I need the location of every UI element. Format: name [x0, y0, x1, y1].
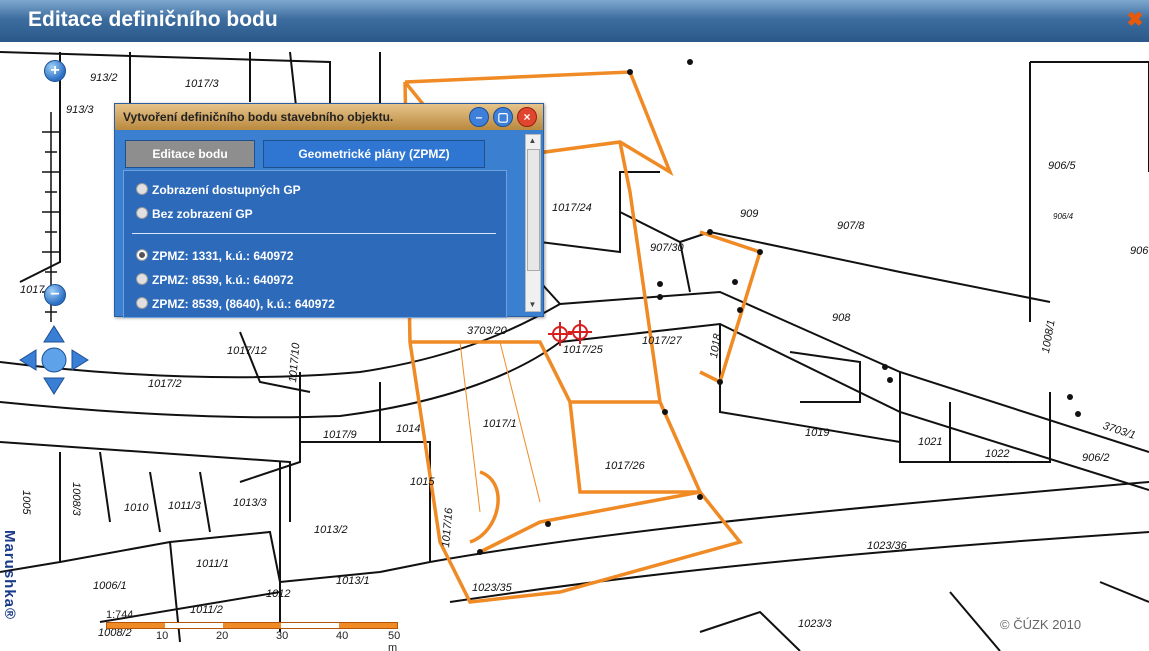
- plan-label: ZPMZ: 8539, (8640), k.ú.: 640972: [152, 297, 335, 311]
- radio-icon[interactable]: [136, 297, 148, 309]
- zoom-in-button[interactable]: +: [44, 60, 66, 82]
- parcel-label: 1023/3: [798, 618, 832, 630]
- parcel-label: 908: [832, 312, 851, 324]
- minimize-icon[interactable]: –: [469, 107, 489, 127]
- plans-panel: Zobrazení dostupných GP Bez zobrazení GP…: [123, 170, 507, 318]
- parcel-label: 1017/25: [563, 344, 603, 356]
- scroll-thumb[interactable]: [527, 149, 540, 271]
- option-hide-gp[interactable]: Bez zobrazení GP: [136, 207, 253, 221]
- plan-item[interactable]: ZPMZ: 8539, (8640), k.ú.: 640972: [136, 297, 335, 311]
- parcel-label: 1017/24: [552, 202, 592, 214]
- parcel-label: 1017/9: [323, 429, 357, 441]
- pan-right-icon: [71, 349, 89, 371]
- parcel-label: 1017: [20, 284, 45, 296]
- parcel-label: 1013/1: [336, 575, 370, 587]
- parcel-label: 1023/36: [867, 540, 907, 552]
- parcel-label: 1013/2: [314, 524, 348, 536]
- parcel-label: 906/2: [1082, 452, 1110, 464]
- tab-editace-bodu[interactable]: Editace bodu: [125, 140, 255, 168]
- parcel-label: 1008/2: [98, 627, 132, 639]
- window-title: Editace definičního bodu: [28, 8, 278, 31]
- scale-tick: 10: [156, 630, 169, 642]
- parcel-label: 906: [1130, 245, 1149, 257]
- parcel-label: 1017/1: [483, 418, 517, 430]
- scale-bar: 1:744 10 20 30 40 50 m: [100, 609, 400, 651]
- pan-center-icon: [41, 347, 67, 373]
- parcel-label: 913/3: [66, 104, 94, 116]
- parcel-label: 906/4: [1053, 212, 1074, 221]
- scale-tick: 50 m: [388, 630, 401, 651]
- parcel-label: 1008/3: [70, 482, 82, 516]
- parcel-label: 913/2: [90, 72, 118, 84]
- parcel-label: 1017/2: [148, 378, 182, 390]
- plan-label: ZPMZ: 1331, k.ú.: 640972: [152, 249, 294, 263]
- parcel-label: 1011/3: [168, 500, 201, 512]
- divider: [132, 233, 496, 234]
- radio-icon[interactable]: [136, 207, 148, 219]
- definition-point-dialog[interactable]: Vytvoření definičního bodu stavebního ob…: [114, 103, 544, 318]
- dialog-scrollbar[interactable]: ▲ ▼: [525, 134, 541, 312]
- parcel-label: 1017/27: [642, 335, 682, 347]
- parcel-label: 1010: [124, 502, 149, 514]
- radio-icon[interactable]: [136, 183, 148, 195]
- scroll-up-icon[interactable]: ▲: [528, 136, 537, 145]
- restore-icon[interactable]: ▢: [493, 107, 513, 127]
- parcel-label: 1011/1: [196, 558, 229, 570]
- parcel-label: 1017/12: [227, 345, 267, 357]
- parcel-label: 906/5: [1048, 160, 1076, 172]
- parcel-label: 1023/35: [472, 582, 512, 594]
- parcel-label: 1014: [396, 423, 421, 435]
- parcel-label: 1006/1: [93, 580, 127, 592]
- parcel-label: 1021: [918, 436, 943, 448]
- scale-tick: 20: [216, 630, 229, 642]
- close-icon[interactable]: ✖: [1126, 9, 1144, 31]
- parcel-label: 1022: [985, 448, 1010, 460]
- pan-control[interactable]: [18, 324, 90, 396]
- parcel-label: 1013/3: [233, 497, 267, 509]
- pan-down-icon: [43, 377, 65, 395]
- plan-item[interactable]: ZPMZ: 1331, k.ú.: 640972: [136, 249, 293, 263]
- tab-geometricke-plany[interactable]: Geometrické plány (ZPMZ): [263, 140, 485, 168]
- parcel-label: 1005: [20, 490, 32, 515]
- option-show-gp[interactable]: Zobrazení dostupných GP: [136, 183, 301, 197]
- parcel-label: 909: [740, 208, 759, 220]
- parcel-label: 1012: [266, 588, 291, 600]
- plan-item[interactable]: ZPMZ: 8539, k.ú.: 640972: [136, 273, 293, 287]
- radio-icon[interactable]: [136, 249, 148, 261]
- parcel-label: 3703/20: [467, 325, 507, 337]
- parcel-label: 1017/3: [185, 78, 219, 90]
- dialog-title: Vytvoření definičního bodu stavebního ob…: [123, 110, 394, 124]
- zoom-out-button[interactable]: −: [44, 284, 66, 306]
- scale-tick: 30: [276, 630, 289, 642]
- dialog-header[interactable]: Vytvoření definičního bodu stavebního ob…: [115, 104, 543, 130]
- parcel-label: 1015: [410, 476, 435, 488]
- scale-tick: 40: [336, 630, 349, 642]
- copyright-text: © ČÚZK 2010: [1000, 617, 1082, 632]
- close-icon[interactable]: ×: [517, 107, 537, 127]
- parcel-label: 907/30: [650, 242, 684, 254]
- scroll-down-icon[interactable]: ▼: [528, 300, 537, 309]
- parcel-label: 1019: [805, 427, 830, 439]
- radio-icon[interactable]: [136, 273, 148, 285]
- option-label: Zobrazení dostupných GP: [152, 183, 301, 197]
- option-label: Bez zobrazení GP: [152, 207, 253, 221]
- pan-up-icon: [43, 325, 65, 343]
- window-titlebar: Editace definičního bodu ✖: [0, 0, 1149, 42]
- parcel-label: 907/8: [837, 220, 865, 232]
- scale-ratio: 1:744: [106, 609, 134, 621]
- pan-left-icon: [19, 349, 37, 371]
- plan-label: ZPMZ: 8539, k.ú.: 640972: [152, 273, 294, 287]
- parcel-label: 1011/2: [190, 604, 223, 616]
- brand-watermark: Marushka®: [1, 530, 18, 621]
- parcel-label: 1017/26: [605, 460, 645, 472]
